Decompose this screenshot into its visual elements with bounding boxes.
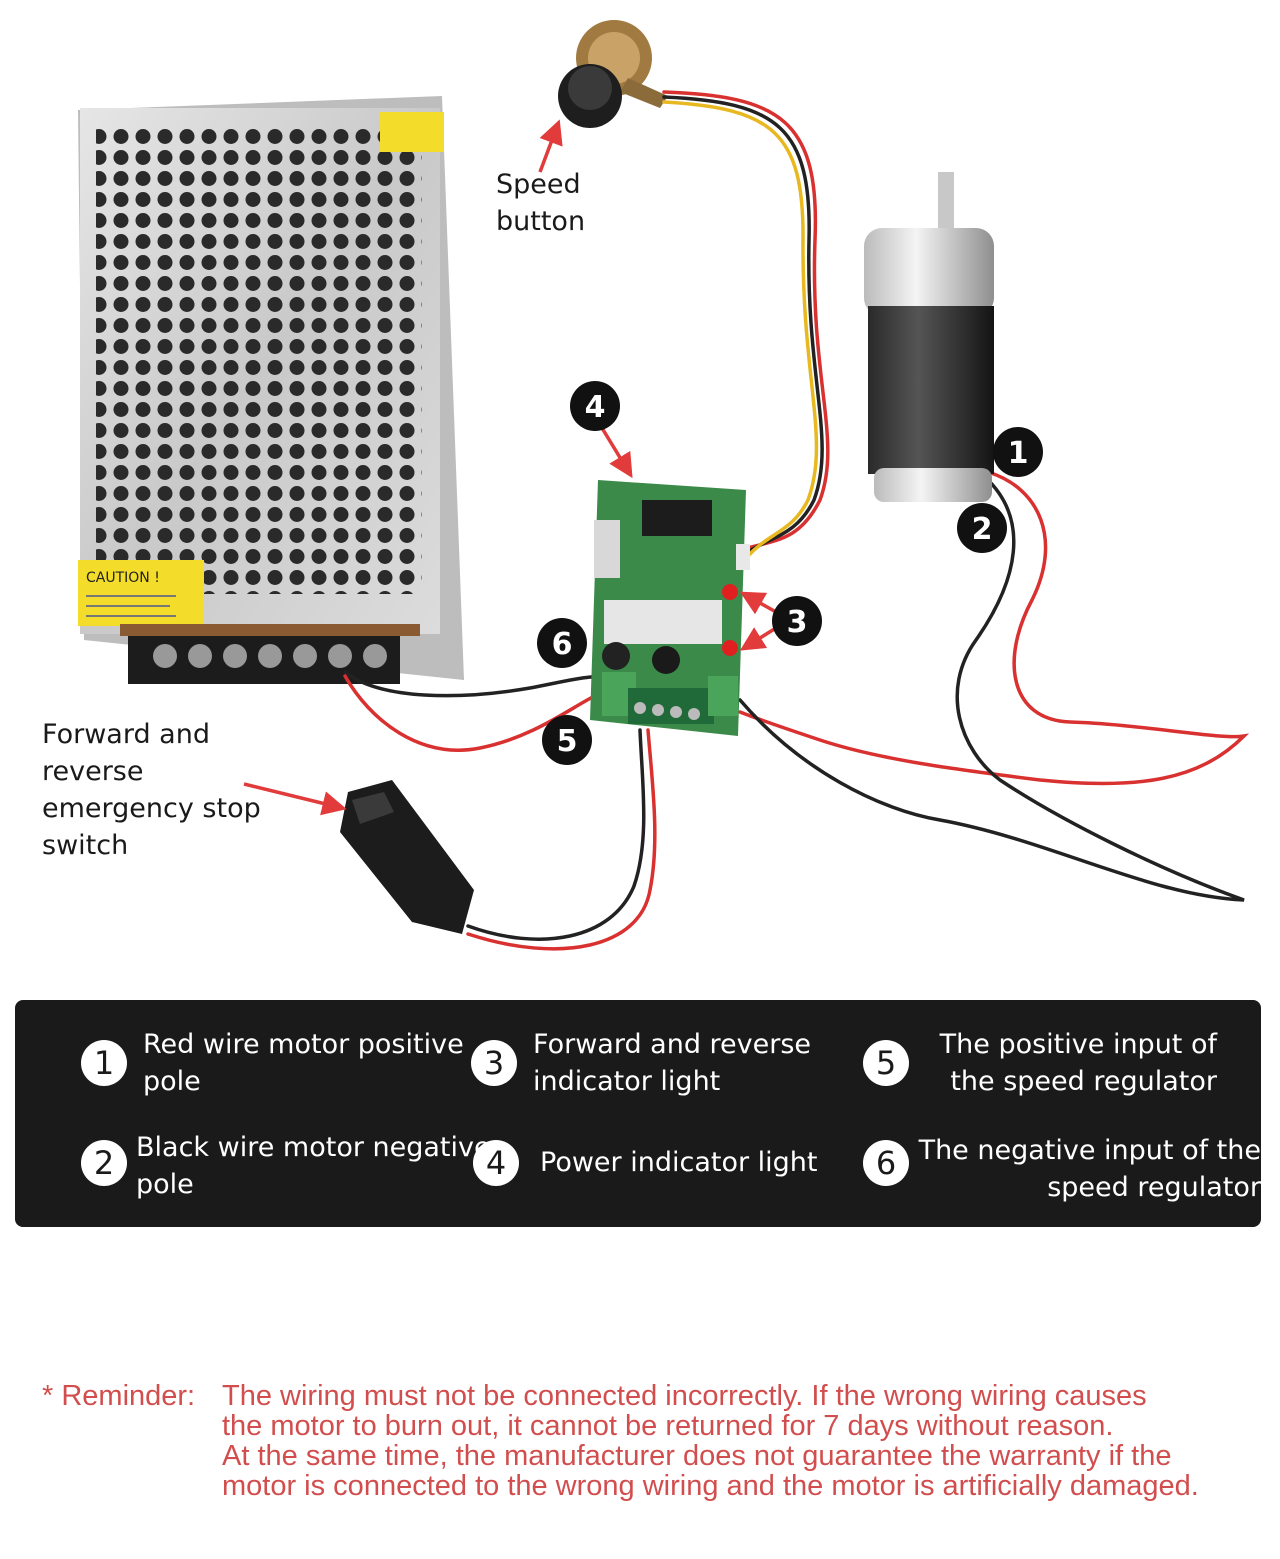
reminder-line-3: At the same time, the manufacturer does … (222, 1440, 1172, 1472)
dc-motor (864, 172, 994, 502)
switch-wire-red (466, 728, 657, 951)
motor-wire-red (738, 470, 1250, 786)
legend-5-line1: The positive input of (939, 1029, 1217, 1060)
terminal-block (120, 624, 420, 684)
arrow-3b (739, 626, 777, 651)
legend-num-6: 6 (863, 1140, 909, 1186)
legend-num-1: 1 (81, 1040, 127, 1086)
svg-text:3: 3 (787, 605, 808, 640)
wiring-diagram: CAUTION ! (78, 20, 1250, 951)
emergency-stop-switch (340, 780, 474, 934)
svg-text:5: 5 (557, 724, 578, 759)
pot-wire-red (662, 90, 830, 550)
motor-wire-black (738, 476, 1245, 902)
legend-num-5: 5 (863, 1040, 909, 1086)
marker-4: 4 (570, 381, 620, 431)
legend-5-line2: the speed regulator (950, 1066, 1217, 1097)
arrow-speed (538, 119, 563, 173)
marker-1: 1 (993, 427, 1043, 477)
reminder-line-1: The wiring must not be connected incorre… (222, 1380, 1147, 1412)
marker-6: 6 (537, 618, 587, 668)
speed-button-label: Speed button (496, 169, 586, 237)
legend-3-line1: Forward and reverse (533, 1029, 812, 1060)
legend-3-line2: indicator light (533, 1066, 721, 1097)
marker-2: 2 (957, 503, 1007, 553)
switch-label: Forward and reverse emergency stop switc… (42, 719, 261, 861)
caution-label: CAUTION ! (78, 560, 204, 626)
legend-1-line1: Red wire motor positive (143, 1029, 464, 1060)
heatsink (604, 600, 722, 644)
reminder-label: * Reminder: (42, 1380, 196, 1412)
pot-wire-yellow (662, 100, 819, 558)
legend-1-line2: pole (143, 1066, 201, 1097)
direction-led-1 (722, 584, 738, 600)
pointer-arrows (243, 119, 777, 816)
legend-num-2: 2 (81, 1140, 127, 1186)
pot-wire-black (662, 95, 824, 554)
speed-potentiometer (558, 20, 668, 128)
legend-num-4: 4 (473, 1140, 519, 1186)
reminder-line-2: the motor to burn out, it cannot be retu… (222, 1410, 1114, 1442)
svg-text:4: 4 (585, 390, 606, 425)
speed-controller-board (590, 480, 750, 736)
svg-text:1: 1 (1008, 436, 1029, 471)
svg-text:6: 6 (552, 627, 573, 662)
direction-led-2 (722, 640, 738, 656)
wires (343, 90, 1250, 951)
switch-wire-black (466, 728, 646, 941)
psu-wire-red (343, 674, 606, 752)
caution-text: CAUTION ! (86, 570, 160, 586)
svg-text:2: 2 (972, 512, 993, 547)
ic-chip (642, 500, 712, 536)
legend-num-3: 3 (471, 1040, 517, 1086)
reminder-line-4: motor is connected to the wrong wiring a… (222, 1470, 1199, 1502)
arrow-switch (243, 782, 347, 816)
rating-sticker (380, 112, 444, 152)
legend-6-line2: speed regulator (1047, 1172, 1261, 1203)
legend-2-line2: pole (136, 1169, 194, 1200)
legend-panel: 1 Red wire motor positive pole 2 Black w… (15, 1000, 1261, 1227)
marker-5: 5 (542, 715, 592, 765)
legend-4-line1: Power indicator light (540, 1147, 818, 1178)
legend-6-line1: The negative input of the (918, 1135, 1261, 1166)
arrow-4 (600, 427, 633, 479)
arrow-3a (739, 591, 777, 615)
power-supply: CAUTION ! (78, 96, 464, 684)
legend-2-line1: Black wire motor negative (136, 1132, 491, 1163)
marker-3: 3 (772, 596, 822, 646)
